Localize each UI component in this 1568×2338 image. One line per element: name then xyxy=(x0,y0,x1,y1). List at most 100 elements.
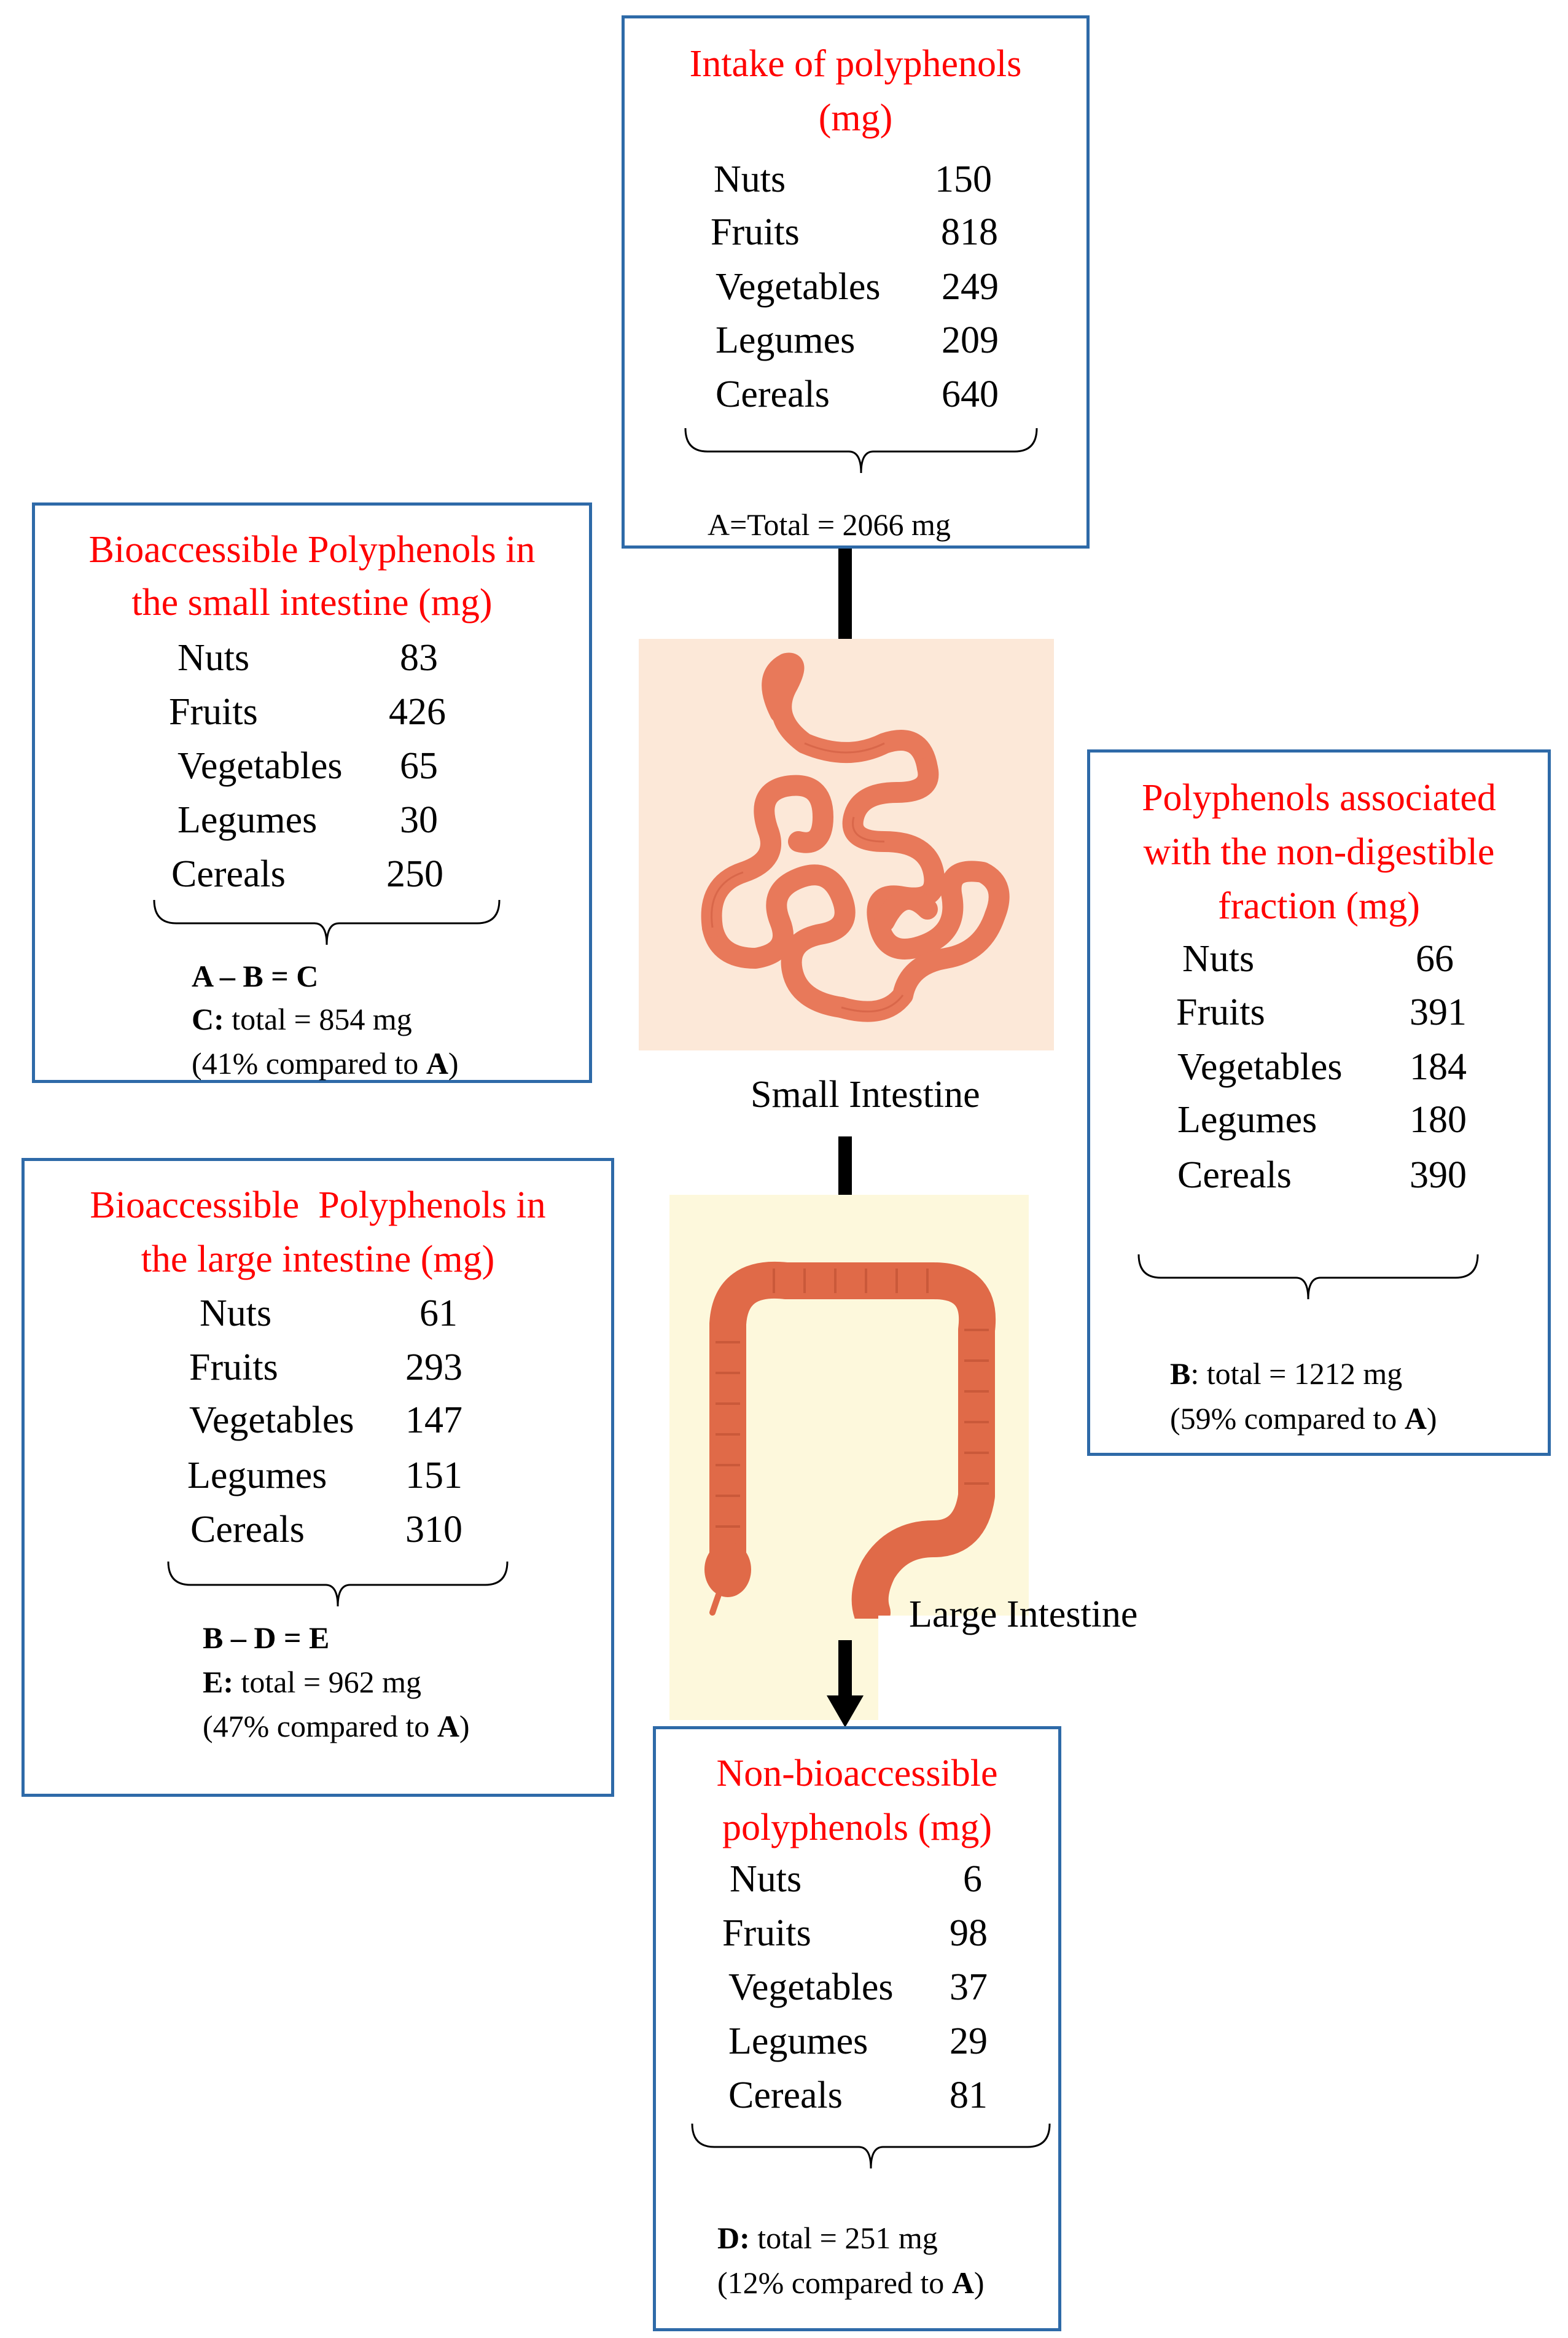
pct-key: A xyxy=(426,1046,448,1081)
row-value: 391 xyxy=(1410,991,1467,1033)
intake-title: Intake of polyphenols (mg) xyxy=(689,43,1022,139)
image-mask xyxy=(878,1616,1038,1726)
row-label: Nuts xyxy=(714,158,786,200)
total-text: : total = 1212 mg xyxy=(1190,1356,1403,1391)
row-label: Cereals xyxy=(716,373,830,415)
row-value: 250 xyxy=(386,853,443,895)
pct-post: ) xyxy=(459,1709,470,1743)
row-label: Nuts xyxy=(200,1292,272,1334)
pct-key: A xyxy=(437,1709,459,1743)
row-value: 818 xyxy=(941,211,998,253)
connector-large-to-nonbio xyxy=(838,1640,852,1702)
total-key: B xyxy=(1170,1356,1191,1391)
row-label: Fruits xyxy=(1176,991,1265,1033)
row-value: 426 xyxy=(389,691,446,733)
row-label: Cereals xyxy=(1177,1154,1292,1196)
arrow-down-icon xyxy=(827,1695,864,1727)
nonbio-title-line1: Non-bioaccessible xyxy=(716,1753,998,1794)
small-bio-total: C: total = 854 mg xyxy=(192,997,412,1041)
row-label: Vegetables xyxy=(1177,1046,1343,1088)
row-value: 150 xyxy=(935,158,992,200)
small-bio-formula: A – B = C xyxy=(192,959,319,993)
large-intestine-icon xyxy=(704,1261,996,1619)
row-label: Nuts xyxy=(1182,938,1255,980)
row-value: 147 xyxy=(405,1399,462,1441)
nondig-percent: (59% compared to A) xyxy=(1170,1396,1437,1441)
row-label: Legumes xyxy=(728,2020,868,2062)
pct-pre: (41% compared to xyxy=(192,1046,426,1081)
row-label: Fruits xyxy=(711,211,800,253)
row-value: 310 xyxy=(405,1509,462,1550)
large-bio-formula: B – D = E xyxy=(203,1621,330,1655)
row-value: 29 xyxy=(950,2020,988,2062)
row-label: Cereals xyxy=(171,853,286,895)
row-value: 65 xyxy=(400,745,438,787)
pct-pre: (47% compared to xyxy=(203,1709,437,1743)
intake-total: A=Total = 2066 mg xyxy=(708,507,951,542)
row-value: 293 xyxy=(405,1347,462,1388)
nonbioaccessible-box: Non-bioaccessible polyphenols (mg) Nuts … xyxy=(653,1726,1061,2331)
large-bio-total: E: total = 962 mg xyxy=(203,1660,421,1704)
sum-brace-icon xyxy=(167,1561,509,1607)
row-label: Cereals xyxy=(728,2074,843,2116)
row-value: 61 xyxy=(419,1292,458,1334)
small-bio-title-line2: the small intestine (mg) xyxy=(131,582,493,624)
row-value: 66 xyxy=(1416,938,1454,980)
row-value: 151 xyxy=(405,1455,462,1496)
row-label: Legumes xyxy=(177,799,318,841)
row-value: 184 xyxy=(1410,1046,1467,1088)
intake-box: Intake of polyphenols (mg) Nuts 150 Frui… xyxy=(622,15,1090,549)
nondig-total: B: total = 1212 mg xyxy=(1170,1351,1402,1396)
pct-pre: (12% compared to xyxy=(717,2266,952,2300)
nonbio-title-line2: polyphenols (mg) xyxy=(722,1807,993,1848)
row-value: 37 xyxy=(950,1966,988,2008)
large-bio-title-line1: Bioaccessible Polyphenols in xyxy=(90,1184,546,1226)
row-label: Vegetables xyxy=(177,745,343,787)
pct-key: A xyxy=(1404,1401,1427,1436)
pct-key: A xyxy=(951,2266,974,2300)
total-key: E: xyxy=(203,1665,233,1699)
large-bio-title-line2: the large intestine (mg) xyxy=(141,1238,495,1280)
row-label: Vegetables xyxy=(716,266,881,308)
row-label: Cereals xyxy=(190,1509,305,1550)
row-value: 640 xyxy=(942,373,999,415)
row-label: Fruits xyxy=(169,691,258,733)
sum-brace-icon xyxy=(691,2123,1051,2169)
row-value: 209 xyxy=(942,319,999,361)
large-bioaccessible-box: Bioaccessible Polyphenols in the large i… xyxy=(21,1158,614,1797)
sum-brace-icon xyxy=(684,428,1038,474)
nondig-title-line1: Polyphenols associated xyxy=(1142,777,1496,819)
row-value: 390 xyxy=(1410,1154,1467,1196)
total-key: D: xyxy=(717,2221,750,2255)
small-bio-percent: (41% compared to A) xyxy=(192,1041,459,1085)
row-label: Legumes xyxy=(187,1455,327,1496)
row-label: Legumes xyxy=(716,319,856,361)
small-intestine-icon xyxy=(701,652,1010,1022)
total-text: total = 251 mg xyxy=(749,2221,938,2255)
large-intestine-caption: Large Intestine xyxy=(909,1593,1138,1635)
nondig-title-line3: fraction (mg) xyxy=(1218,885,1420,927)
row-value: 81 xyxy=(950,2074,988,2116)
row-value: 6 xyxy=(963,1858,982,1900)
row-label: Fruits xyxy=(722,1912,811,1954)
total-text: total = 962 mg xyxy=(233,1665,421,1699)
large-bio-percent: (47% compared to A) xyxy=(203,1704,470,1748)
nondigestible-box: Polyphenols associated with the non-dige… xyxy=(1087,749,1551,1456)
row-value: 98 xyxy=(950,1912,988,1954)
nonbio-total: D: total = 251 mg xyxy=(717,2216,938,2260)
connector-intake-to-small xyxy=(838,549,852,642)
row-value: 83 xyxy=(400,637,438,679)
row-value: 180 xyxy=(1410,1099,1467,1141)
nondig-title-line2: with the non-digestible xyxy=(1143,831,1495,873)
row-label: Fruits xyxy=(189,1347,278,1388)
sum-brace-icon xyxy=(153,899,501,945)
row-value: 30 xyxy=(400,799,438,841)
row-label: Vegetables xyxy=(189,1399,354,1441)
row-value: 249 xyxy=(942,266,999,308)
row-label: Legumes xyxy=(1177,1099,1317,1141)
nonbio-percent: (12% compared to A) xyxy=(717,2261,985,2305)
small-intestine-caption: Small Intestine xyxy=(751,1074,980,1116)
row-label: Vegetables xyxy=(728,1966,894,2008)
sum-brace-icon xyxy=(1137,1254,1479,1300)
small-intestine-image xyxy=(639,639,1054,1050)
